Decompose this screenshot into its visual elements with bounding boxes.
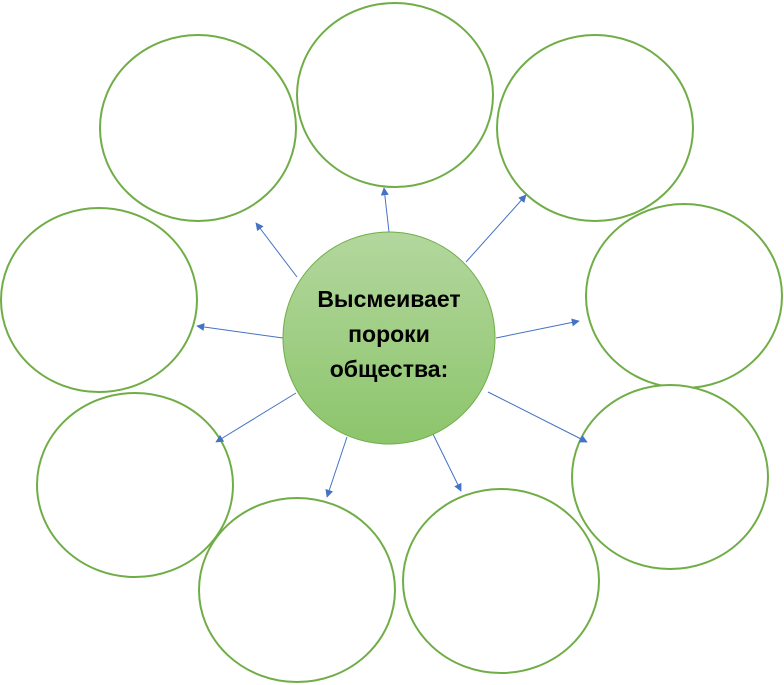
node-top: [296, 2, 494, 188]
arrow-bottom-left: [215, 392, 297, 443]
node-bottom-center-right: [402, 488, 600, 674]
arrow-top: [380, 187, 390, 233]
node-bottom-right: [571, 384, 769, 570]
node-bottom-left: [36, 392, 234, 578]
node-left: [0, 207, 198, 393]
arrow-bottom-center-right: [429, 427, 462, 492]
center-node-label: Высмеивает пороки общества:: [289, 282, 489, 387]
arrow-top-left: [255, 222, 298, 278]
arrow-right: [495, 318, 580, 339]
center-node: [282, 231, 496, 445]
center-label-line-2: пороки: [348, 321, 430, 347]
arrow-left: [196, 323, 284, 339]
node-top-right: [496, 34, 694, 222]
node-right: [585, 203, 783, 389]
center-label-line-1: Высмеивает: [317, 286, 461, 312]
arrow-bottom-center-left: [325, 436, 348, 498]
arrow-bottom-right: [487, 391, 588, 443]
center-label-line-3: общества:: [329, 356, 449, 382]
node-top-left: [99, 34, 297, 222]
arrow-top-right: [465, 194, 527, 263]
node-bottom-center-left: [198, 497, 396, 683]
